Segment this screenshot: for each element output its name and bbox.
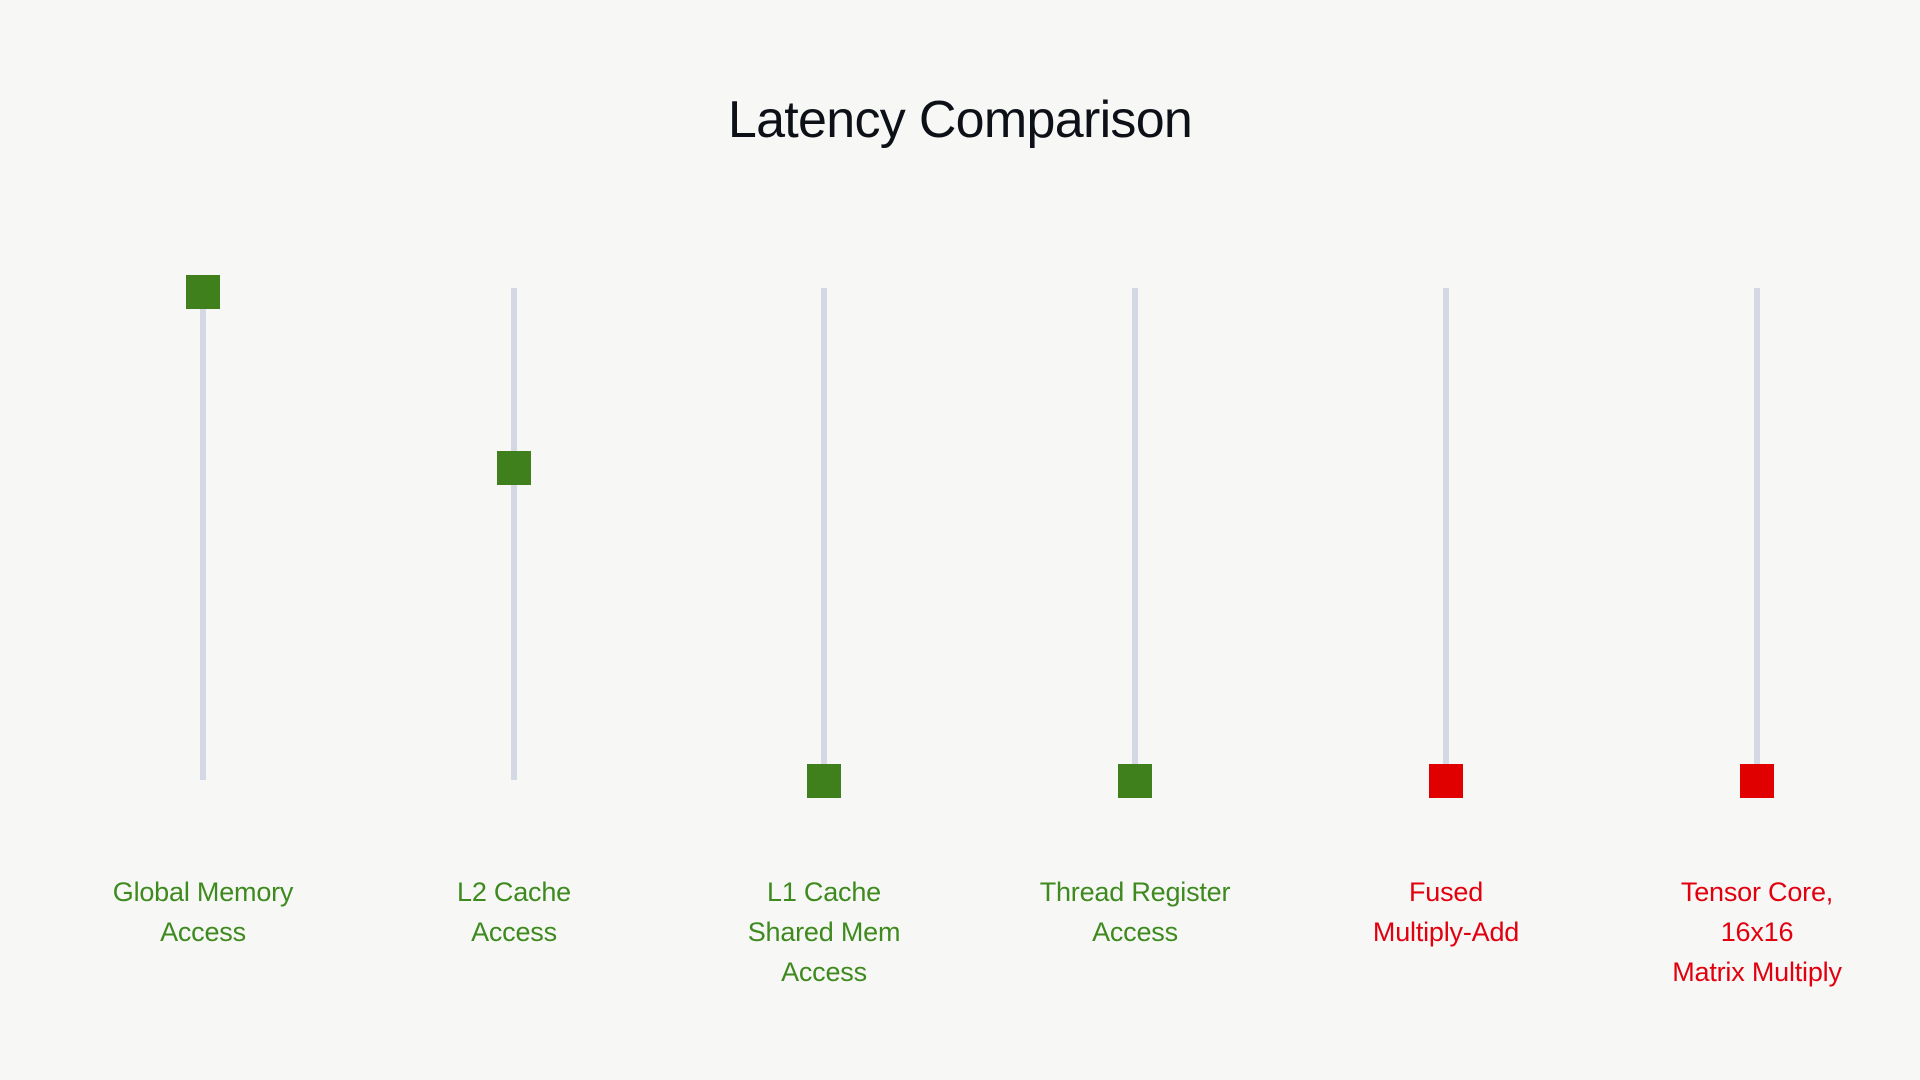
stem-line	[200, 292, 206, 780]
stem-line	[821, 288, 827, 781]
category-label-line: Access	[1092, 917, 1178, 947]
category-label-line: Tensor Core,	[1680, 877, 1834, 907]
stem-line	[1132, 288, 1138, 781]
data-point-marker[interactable]	[1118, 764, 1152, 798]
category-label-line: Global Memory	[112, 877, 294, 907]
category-label-line: Fused	[1408, 877, 1484, 907]
category-label-line: Access	[160, 917, 246, 947]
stem-line	[511, 288, 517, 780]
stem-line	[1443, 288, 1449, 781]
category-label-line: Matrix Multiply	[1672, 957, 1842, 987]
chart-title: Latency Comparison	[727, 91, 1193, 149]
stem-line	[1754, 288, 1760, 781]
category-label-line: L1 Cache	[767, 877, 881, 907]
data-point-marker[interactable]	[807, 764, 841, 798]
category-label-line: Thread Register	[1039, 877, 1231, 907]
data-point-marker[interactable]	[1429, 764, 1463, 798]
category-label-line: Multiply-Add	[1372, 917, 1520, 947]
data-point-marker[interactable]	[497, 451, 531, 485]
category-label-line: 16x16	[1720, 917, 1794, 947]
category-label-line: Access	[471, 917, 557, 947]
category-label-line: Access	[781, 957, 867, 987]
category-label-line: L2 Cache	[457, 877, 571, 907]
category-label-line: Shared Mem	[747, 917, 901, 947]
data-point-marker[interactable]	[1740, 764, 1774, 798]
data-point-marker[interactable]	[186, 275, 220, 309]
